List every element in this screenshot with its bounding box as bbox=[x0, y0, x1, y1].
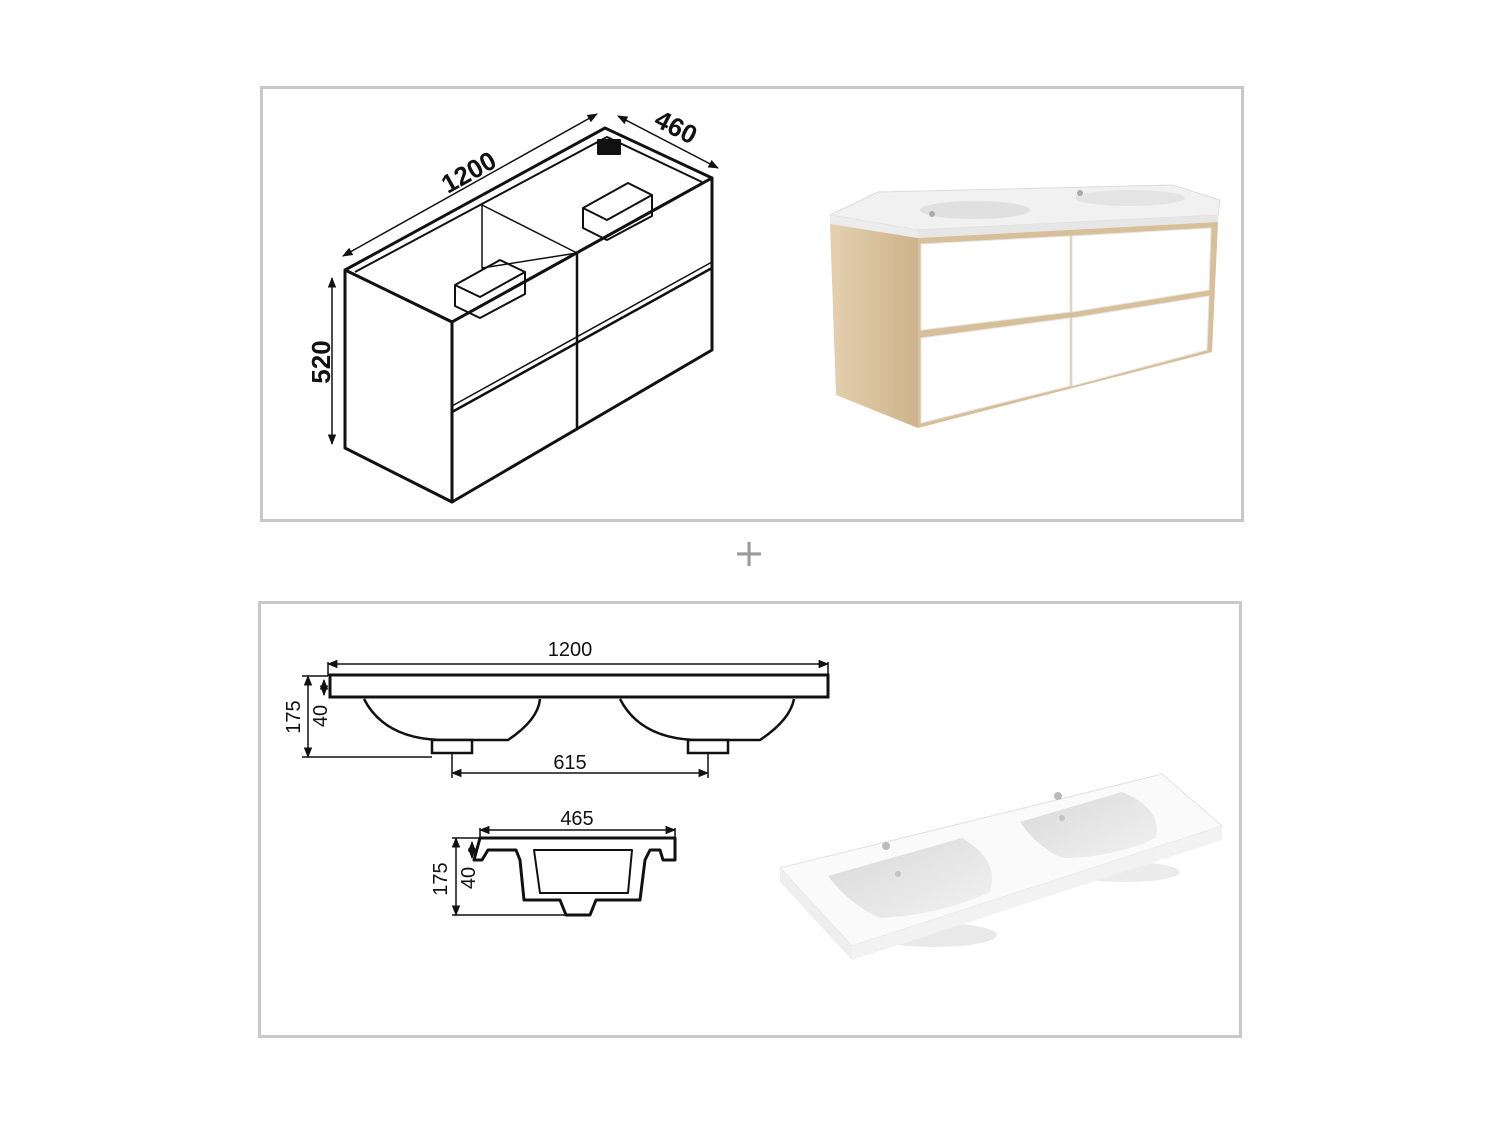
side-rim-label: 40 bbox=[458, 867, 480, 889]
front-height-label: 175 bbox=[283, 700, 305, 733]
basin-render bbox=[779, 773, 1223, 960]
cabinet-depth-label: 460 bbox=[650, 104, 702, 150]
side-depth-label: 465 bbox=[560, 808, 593, 830]
width-dimension-line bbox=[342, 113, 598, 257]
basin-side-drawing bbox=[472, 836, 677, 917]
depth-dimension-line bbox=[617, 115, 719, 169]
basin-front-dimensions bbox=[302, 659, 830, 778]
basin-front-drawing bbox=[328, 673, 830, 755]
front-rim-label: 40 bbox=[310, 705, 332, 727]
cabinet-render bbox=[828, 184, 1221, 428]
front-width-label: 1200 bbox=[548, 639, 593, 661]
cabinet-height-label: 520 bbox=[306, 340, 336, 383]
basin-side-dimensions bbox=[451, 825, 677, 917]
cabinet-line-drawing bbox=[343, 126, 714, 504]
tap-spacing-label: 615 bbox=[553, 752, 586, 774]
plus-separator: + bbox=[733, 531, 765, 575]
cabinet-dimensions bbox=[327, 113, 719, 446]
side-height-label: 175 bbox=[430, 862, 452, 895]
